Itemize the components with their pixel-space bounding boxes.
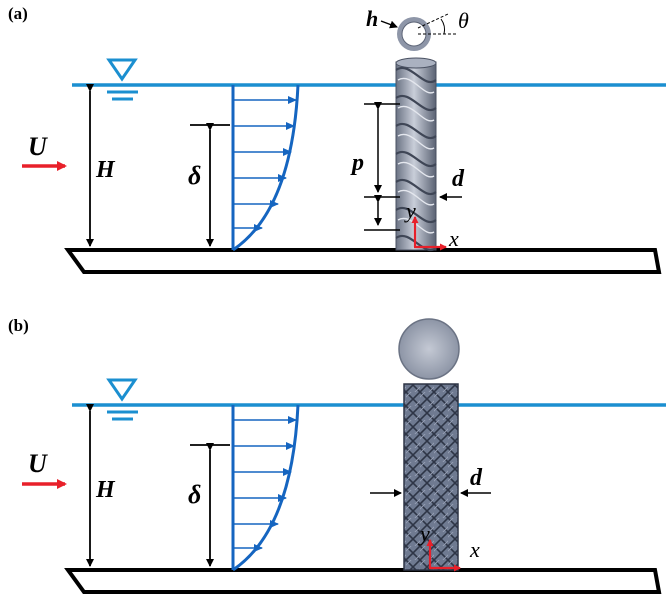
symbol-p: p [350, 150, 364, 176]
channel-bed [64, 248, 662, 274]
velocity-profile [231, 404, 300, 572]
water-level-icon [106, 378, 138, 421]
cylinder-top-view [397, 13, 458, 51]
panel-a-label: (a) [8, 4, 28, 23]
symbol-d: d [470, 465, 483, 491]
symbol-U: U [28, 132, 48, 161]
velocity-profile [231, 84, 300, 252]
symbol-h: h [366, 6, 378, 31]
symbol-d: d [452, 166, 465, 192]
axis-label-y: y [404, 198, 416, 223]
panel-b: U H δ d y x [22, 318, 666, 594]
panel-a: U H δ [22, 6, 666, 274]
axis-label-x: x [469, 537, 480, 562]
water-level-icon [106, 58, 138, 101]
channel-bed [64, 568, 662, 594]
axis-label-y: y [418, 521, 430, 546]
panel-b-label: (b) [8, 316, 29, 335]
symbol-U: U [28, 449, 48, 478]
axis-label-x: x [448, 226, 459, 251]
symbol-delta: δ [188, 480, 201, 509]
symbol-H: H [95, 157, 116, 183]
cylinder-top-view [398, 318, 460, 380]
symbol-delta: δ [188, 161, 201, 190]
symbol-H: H [95, 477, 116, 503]
h-leader-arrow [380, 20, 398, 29]
helical-cylinder [395, 57, 437, 252]
symbol-theta: θ [458, 8, 469, 33]
